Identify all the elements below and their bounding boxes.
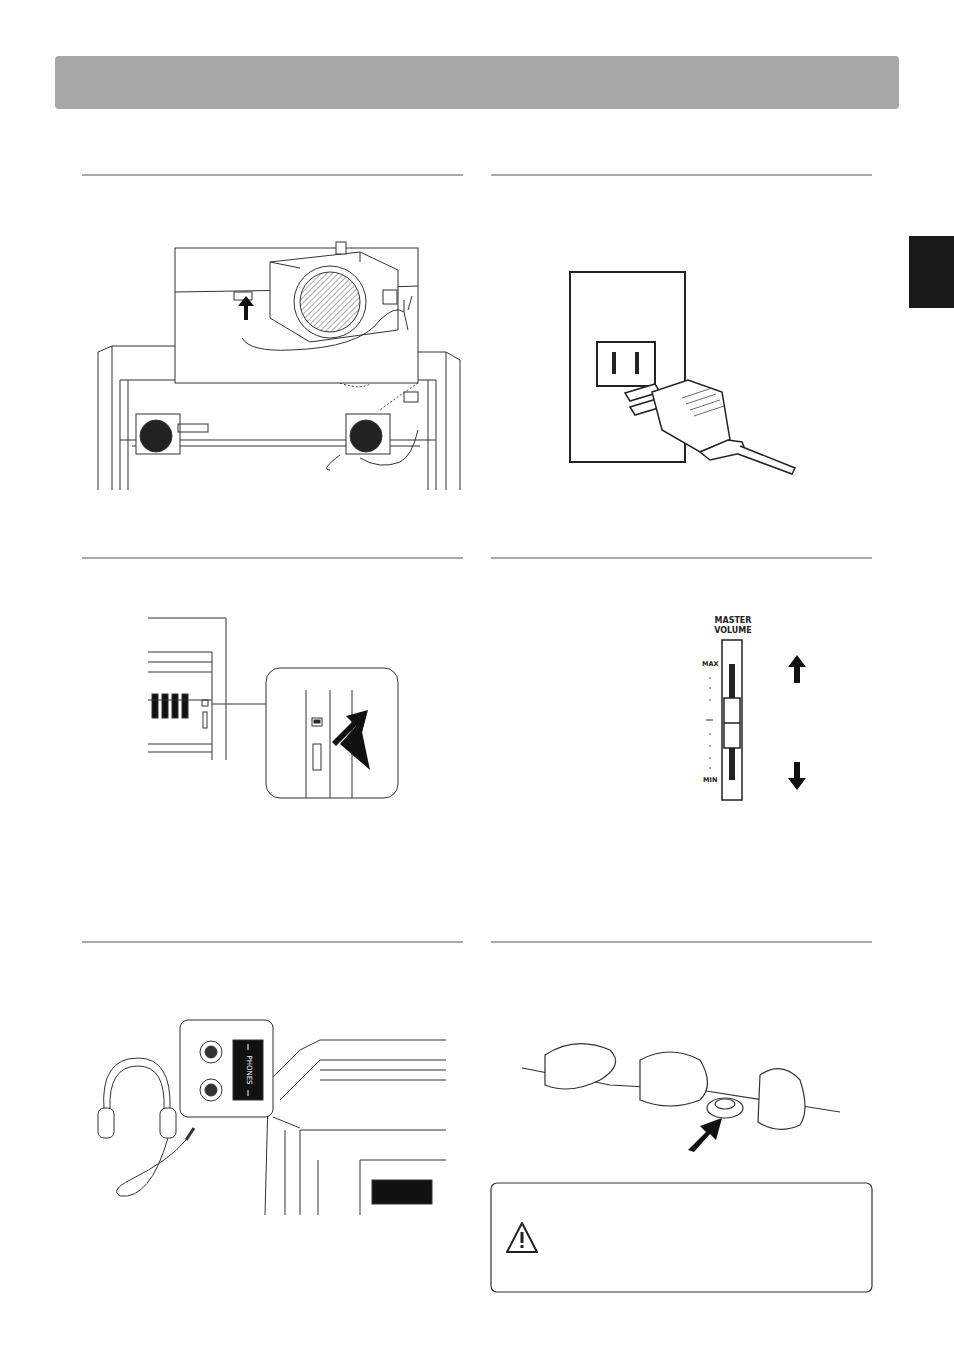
scale-label: MAX	[702, 660, 719, 668]
caution-box	[491, 1183, 872, 1292]
jack-label: PHONES	[243, 1055, 252, 1084]
power-switch-illustration	[148, 618, 398, 798]
pointer-arrow-body	[340, 716, 370, 770]
zoom-inset	[175, 242, 418, 383]
pointer-arrow	[688, 1118, 722, 1152]
scale-label: MIN	[703, 776, 717, 784]
section-tab	[909, 236, 954, 308]
wall-outlet-illustration	[570, 272, 795, 474]
control-label: MASTER VOLUME	[713, 616, 753, 637]
volume-slider-illustration	[706, 640, 806, 800]
header-bar	[55, 56, 899, 109]
section-rules	[82, 175, 872, 942]
pedals-illustration	[522, 1044, 840, 1130]
headphones-illustration	[98, 1020, 446, 1215]
